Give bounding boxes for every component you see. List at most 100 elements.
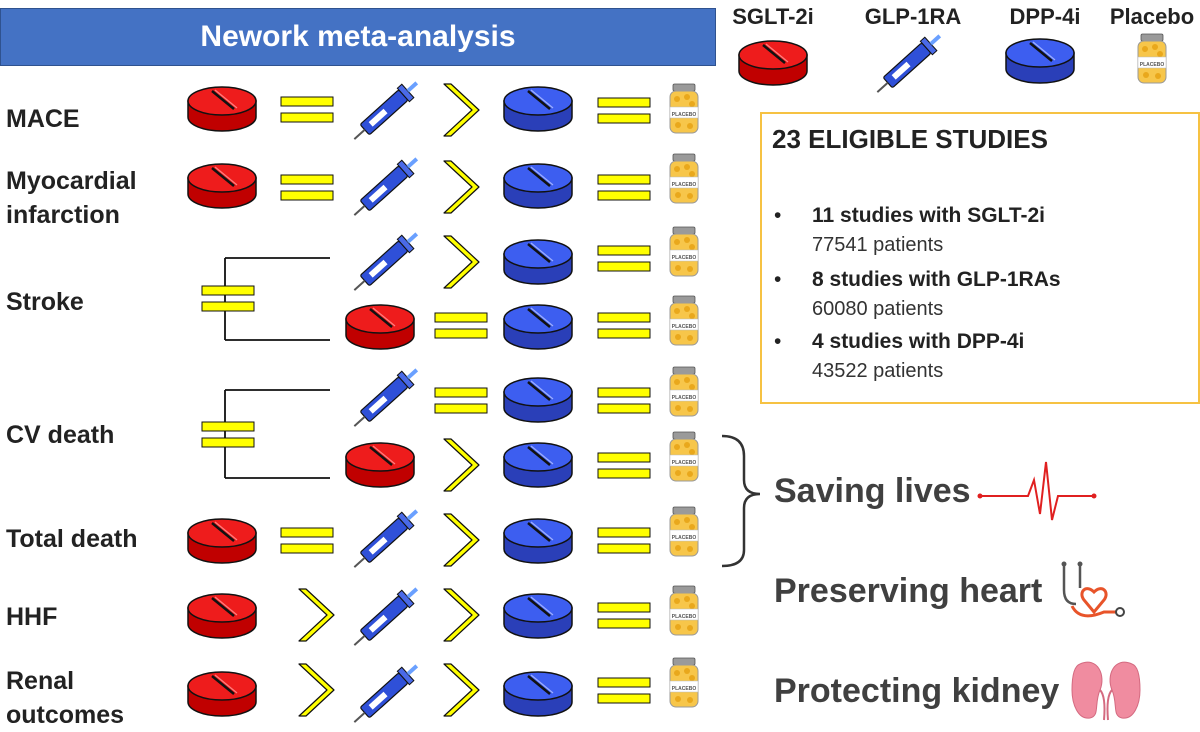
legend-label-sglt2: SGLT-2i — [732, 4, 814, 29]
greater-than-symbol — [298, 588, 335, 642]
placebo-bottle-text: PLACEBO — [1140, 62, 1165, 68]
sglt2-pill-icon — [186, 670, 258, 718]
study-line-glp1: 8 studies with GLP-1RAs — [812, 268, 1061, 291]
greater-than-symbol — [443, 663, 480, 717]
kidney-icon — [1071, 661, 1141, 721]
patients-line-glp1: 60080 patients — [812, 298, 944, 320]
equals-symbol — [597, 452, 651, 479]
row-label-stroke: Stroke — [6, 288, 84, 316]
row-label-cv-death: CV death — [6, 421, 115, 449]
study-line-sglt2: 11 studies with SGLT-2i — [812, 204, 1045, 227]
eligible-studies-box: 23 ELIGIBLE STUDIES • 11 studies with SG… — [760, 112, 1200, 404]
equals-symbol — [201, 285, 255, 312]
equals-symbol — [280, 174, 334, 201]
placebo-bottle-icon: PLACEBO — [669, 83, 699, 134]
placebo-bottle-icon: PLACEBO — [669, 431, 699, 482]
equals-symbol — [280, 527, 334, 554]
dpp4-pill-icon — [502, 592, 574, 640]
glp1-syringe-icon — [347, 503, 424, 575]
cv-death-bracket-lines — [224, 389, 330, 479]
placebo-bottle-icon: PLACEBO — [669, 585, 699, 636]
outcome-protecting-kidney: Protecting kidney — [774, 672, 1060, 710]
placebo-bottle-text: PLACEBO — [672, 460, 697, 466]
sglt2-pill-icon — [344, 441, 416, 489]
greater-than-symbol — [298, 663, 335, 717]
greater-than-symbol — [443, 160, 480, 214]
equals-symbol — [597, 602, 651, 629]
summary-title: 23 ELIGIBLE STUDIES — [772, 124, 1048, 154]
equals-symbol — [597, 312, 651, 339]
heartbeat-icon — [977, 461, 1097, 521]
row-total-death-sequence: PLACEBO — [186, 503, 699, 575]
patients-line-sglt2: 77541 patients — [812, 234, 944, 256]
placebo-bottle-icon: PLACEBO — [669, 366, 699, 417]
diagram-title: Nework meta-analysis — [200, 20, 516, 53]
equals-symbol — [597, 174, 651, 201]
placebo-bottle-text: PLACEBO — [672, 535, 697, 541]
bullet-icon: • — [774, 268, 782, 291]
legend-label-placebo: Placebo — [1109, 4, 1195, 29]
study-line-dpp4: 4 studies with DPP-4i — [812, 330, 1025, 353]
equals-symbol — [434, 312, 488, 339]
legend-sglt2-pill-icon — [737, 39, 809, 87]
greater-than-symbol — [443, 513, 480, 567]
placebo-bottle-icon: PLACEBO — [669, 506, 699, 557]
row-hhf-sequence: PLACEBO — [186, 581, 699, 653]
legend-label-glp1: GLP-1RA — [864, 4, 962, 29]
title-banner: Nework meta-analysis — [0, 8, 716, 66]
glp1-syringe-icon — [347, 151, 424, 223]
equals-symbol — [597, 527, 651, 554]
placebo-bottle-icon: PLACEBO — [669, 295, 699, 346]
row-renal-outcomes-sequence: PLACEBO — [186, 657, 699, 730]
row-label-total-death: Total death — [6, 525, 138, 553]
placebo-bottle-text: PLACEBO — [672, 614, 697, 620]
greater-than-symbol — [443, 588, 480, 642]
glp1-syringe-icon — [347, 362, 424, 434]
patients-line-dpp4: 43522 patients — [812, 360, 944, 382]
glp1-syringe-icon — [347, 226, 424, 298]
sglt2-pill-icon — [186, 162, 258, 210]
placebo-bottle-text: PLACEBO — [672, 686, 697, 692]
legend-dpp4-pill-icon — [1004, 37, 1076, 85]
equals-symbol — [434, 387, 488, 414]
row-label-hhf: HHF — [6, 603, 58, 631]
placebo-bottle-text: PLACEBO — [672, 395, 697, 401]
placebo-bottle-icon: PLACEBO — [669, 153, 699, 204]
placebo-bottle-text: PLACEBO — [672, 112, 697, 118]
row-label-renal-outcomes: Renal outcomes — [6, 667, 125, 729]
row-stroke-sequence: PLACEBO PLACEBO — [201, 226, 699, 351]
row-mace-sequence: PLACEBO — [186, 75, 699, 147]
equals-symbol — [597, 97, 651, 124]
sglt2-pill-icon — [186, 517, 258, 565]
equals-symbol — [597, 677, 651, 704]
bullet-icon: • — [774, 330, 782, 353]
brace-saving-lives — [721, 434, 761, 568]
greater-than-symbol — [443, 438, 480, 492]
placebo-bottle-text: PLACEBO — [672, 182, 697, 188]
row-myocardial-infarction-sequence: PLACEBO — [186, 151, 699, 223]
bullet-icon: • — [774, 204, 782, 227]
equals-symbol — [201, 421, 255, 448]
legend-label-dpp4: DPP-4i — [1009, 4, 1081, 29]
placebo-bottle-icon: PLACEBO — [669, 657, 699, 708]
equals-symbol — [597, 387, 651, 414]
glp1-syringe-icon — [347, 75, 424, 147]
glp1-syringe-icon — [347, 581, 424, 653]
dpp4-pill-icon — [502, 303, 574, 351]
stroke-bracket-lines — [224, 257, 330, 341]
dpp4-pill-icon — [502, 517, 574, 565]
outcome-saving-lives: Saving lives — [774, 472, 971, 510]
sglt2-pill-icon — [344, 303, 416, 351]
greater-than-symbol — [443, 235, 480, 289]
equals-symbol — [280, 96, 334, 123]
dpp4-pill-icon — [502, 376, 574, 424]
placebo-bottle-icon: PLACEBO — [669, 226, 699, 277]
dpp4-pill-icon — [502, 441, 574, 489]
placebo-bottle-text: PLACEBO — [672, 255, 697, 261]
placebo-bottle-text: PLACEBO — [672, 324, 697, 330]
legend-glp1-syringe-icon — [870, 28, 947, 100]
dpp4-pill-icon — [502, 85, 574, 133]
equals-symbol — [597, 245, 651, 272]
sglt2-pill-icon — [186, 85, 258, 133]
